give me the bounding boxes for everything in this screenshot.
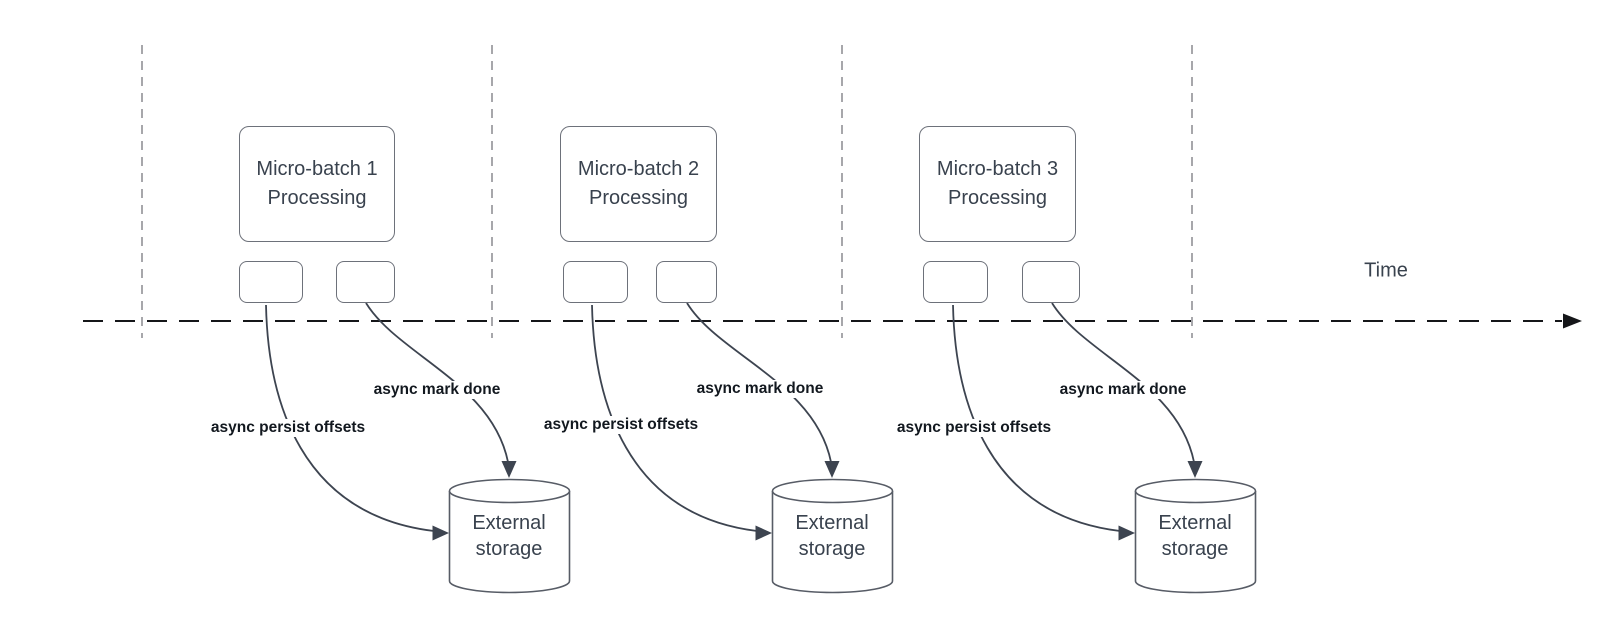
persist-arrowhead-batch1-icon [432,525,449,541]
batch-2-processing-box: Micro-batch 2 Processing [560,126,717,242]
done-arrowhead-batch1-icon [501,461,517,478]
batch-2-storage-label: External storage [795,512,869,560]
batch-1-processing-box: Micro-batch 1 Processing [239,126,395,242]
persist-arrow-batch3 [952,304,1121,532]
batch-1-persist-task-box [239,261,303,303]
timeline-axis [83,313,1582,329]
batch-3-storage-label: External storage [1158,512,1232,560]
batch-1-persist-label: async persist offsets [207,419,369,437]
batch-1-storage-label: External storage [472,512,546,560]
done-arrowhead-batch2-icon [824,461,840,478]
storage-cylinder-3 [1134,478,1257,594]
batch-3-done-label: async mark done [1056,381,1190,399]
batch-3-persist-task-box [923,261,988,303]
storage-cylinder-1 [448,478,571,594]
timeline-arrowhead-icon [1563,313,1582,329]
persist-arrowhead-batch2-icon [755,525,772,541]
done-arrow-batch3 [1051,302,1195,463]
batch-3-done-task-box [1022,261,1080,303]
batch-1-done-label: async mark done [370,381,504,399]
time-axis-label: Time [1364,259,1408,282]
batch-2-done-task-box [656,261,717,303]
persist-arrow-batch1 [265,304,435,532]
done-arrow-batch2 [686,302,832,463]
batch-3-persist-label: async persist offsets [893,419,1055,437]
storage-cylinder-2 [771,478,894,594]
persist-arrow-batch2 [591,304,758,532]
batch-2-done-label: async mark done [693,380,827,398]
persist-arrowhead-batch3-icon [1118,525,1135,541]
batch-2-persist-task-box [563,261,628,303]
batch-2-persist-label: async persist offsets [540,416,702,434]
batch-3-processing-box: Micro-batch 3 Processing [919,126,1076,242]
batch-1-done-task-box [336,261,395,303]
done-arrow-batch1 [365,302,509,463]
done-arrowhead-batch3-icon [1187,461,1203,478]
